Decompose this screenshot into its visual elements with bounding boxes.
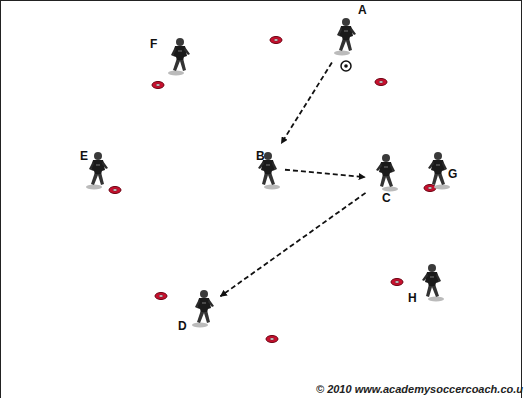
cone-highlights bbox=[113, 39, 432, 340]
player: D bbox=[176, 288, 218, 338]
player-letter: B bbox=[256, 150, 265, 162]
pass-arrow bbox=[281, 63, 332, 144]
player: H bbox=[404, 262, 444, 308]
player-figure bbox=[168, 36, 194, 76]
copyright-note: © 2010 www.academysoccercoach.co.u bbox=[316, 383, 523, 395]
player: F bbox=[150, 34, 196, 76]
player-letter: H bbox=[408, 292, 417, 304]
player-figure bbox=[418, 262, 444, 302]
player-figure bbox=[86, 150, 112, 190]
player-letter: A bbox=[358, 4, 367, 16]
player-letter: D bbox=[178, 320, 187, 332]
player: C bbox=[368, 152, 402, 206]
player-figure bbox=[334, 16, 360, 56]
pass-arrow bbox=[220, 193, 365, 296]
player: G bbox=[424, 148, 460, 188]
player-figure bbox=[192, 288, 218, 328]
player-letter: G bbox=[448, 168, 457, 180]
pass-arrow bbox=[285, 170, 365, 177]
player-figure bbox=[372, 152, 398, 192]
player-letter: F bbox=[150, 38, 157, 50]
player: E bbox=[80, 146, 112, 190]
cones bbox=[109, 37, 436, 343]
ball bbox=[341, 61, 351, 71]
player-figure bbox=[424, 150, 450, 190]
player: A bbox=[330, 4, 372, 60]
player-letter: E bbox=[80, 150, 88, 162]
player: B bbox=[250, 146, 282, 190]
player-letter: C bbox=[382, 192, 391, 204]
